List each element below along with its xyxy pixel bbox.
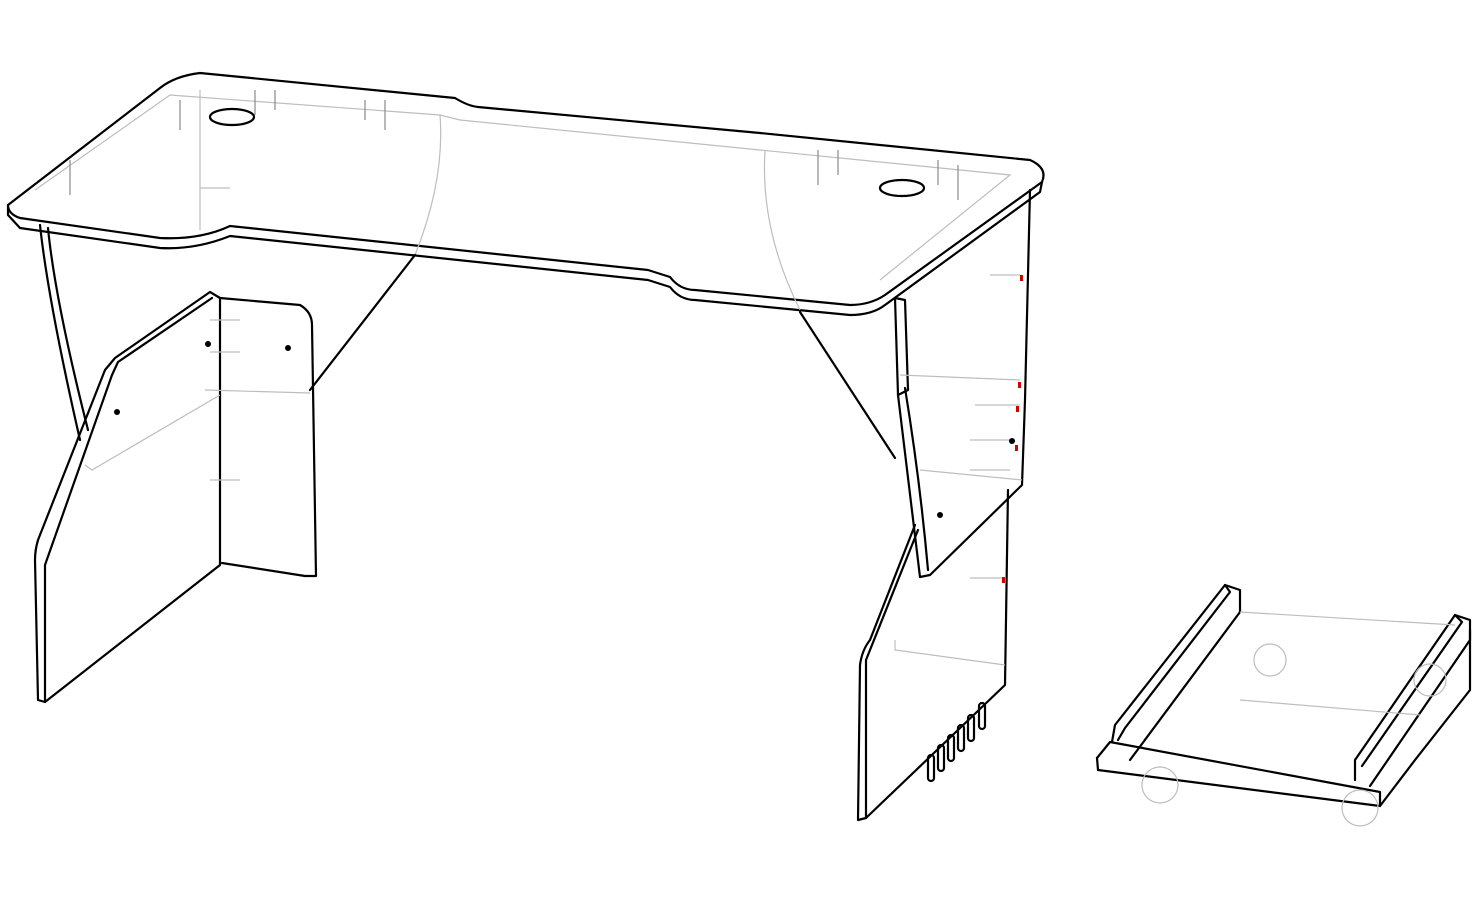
cable-grommet-left	[208, 107, 256, 127]
cpu-stand	[1095, 583, 1472, 827]
tabletop	[6, 71, 1045, 317]
casters	[1141, 643, 1447, 827]
cable-grommet-right	[878, 178, 926, 198]
right-leg	[798, 188, 1032, 822]
connector-marks	[1002, 275, 1023, 583]
left-leg	[33, 187, 417, 704]
slot-cutouts	[926, 701, 987, 783]
